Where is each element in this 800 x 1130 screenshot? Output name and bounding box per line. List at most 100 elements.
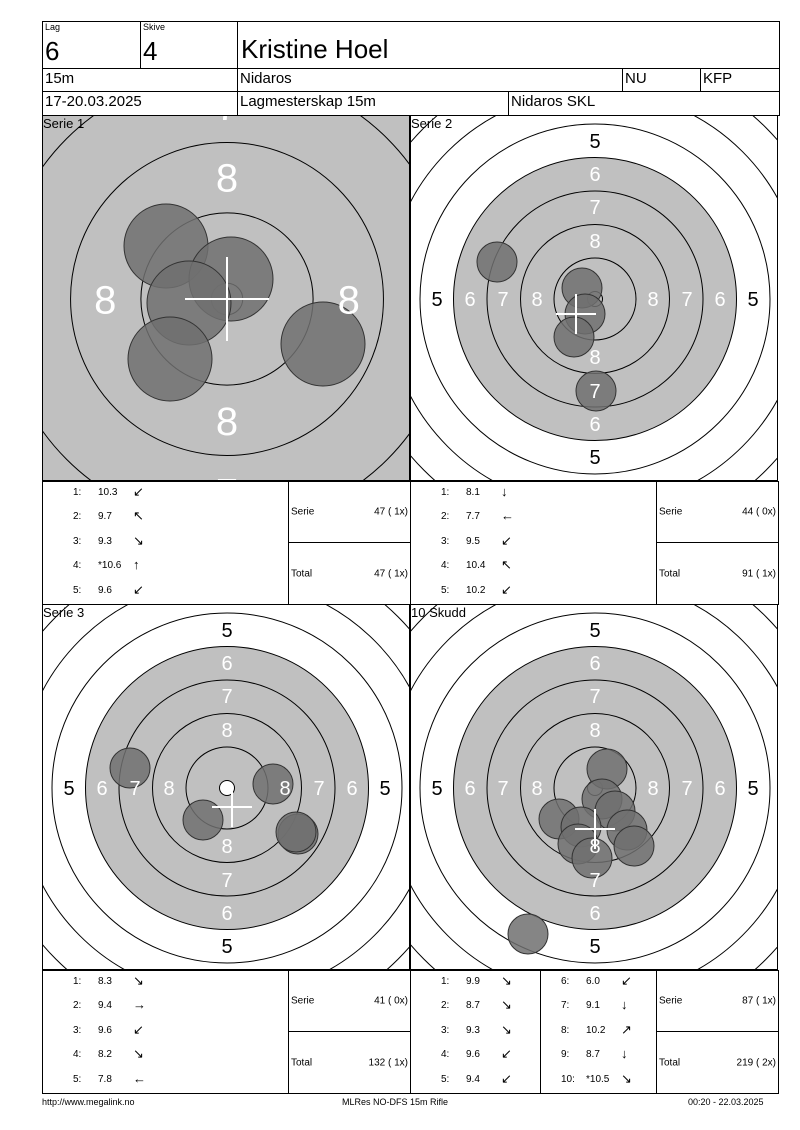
shot-number: 4: bbox=[441, 560, 450, 572]
shot-row: 4: *10.6 ↑ bbox=[43, 555, 288, 579]
shot-value: 8.3 bbox=[98, 976, 112, 987]
shot-number: 3: bbox=[441, 535, 450, 547]
ring-label-6: 6 bbox=[96, 778, 107, 800]
ring-label-5: 5 bbox=[221, 936, 232, 958]
serie-score: Serie 41 ( 0x) bbox=[289, 971, 410, 1032]
lag-label: Lag bbox=[45, 22, 61, 32]
shot-number: 3: bbox=[441, 1024, 450, 1036]
shot-number: 4: bbox=[441, 1049, 450, 1061]
direction-arrow-icon: ← bbox=[133, 1070, 146, 1086]
total-value: 132 ( 1x) bbox=[368, 1057, 408, 1068]
ring-9 bbox=[140, 212, 314, 386]
shot-value: 7.7 bbox=[466, 511, 480, 523]
shot-value: 10.2 bbox=[586, 1024, 606, 1036]
shot-value: 9.5 bbox=[466, 535, 480, 547]
direction-arrow-icon: ↘ bbox=[621, 1070, 632, 1086]
direction-arrow-icon: ↙ bbox=[501, 581, 512, 597]
ring-label-5: 5 bbox=[589, 936, 600, 958]
shot-value: 8.7 bbox=[466, 1000, 480, 1012]
ring-label-5: 5 bbox=[63, 778, 74, 800]
shot-value: 10.4 bbox=[466, 560, 486, 572]
shot-number: 1: bbox=[73, 487, 82, 498]
ring-label-8: 8 bbox=[216, 400, 238, 444]
direction-arrow-icon: ↑ bbox=[133, 557, 140, 573]
serie-value: 41 ( 0x) bbox=[374, 995, 408, 1007]
shot-list: 1:8.1↓2:7.7←3:9.5↙4:10.4↖5:10.2↙ bbox=[410, 481, 657, 605]
shot-row: 2:9.4→ bbox=[43, 995, 288, 1019]
ring-label-8: 8 bbox=[216, 157, 238, 201]
ring-label-7: 7 bbox=[497, 778, 508, 800]
shot-row: 4:8.2↘ bbox=[43, 1044, 288, 1068]
ring-label-5: 5 bbox=[589, 447, 600, 469]
class2: KFP bbox=[703, 70, 733, 87]
total-label: Total bbox=[291, 1057, 313, 1068]
shot-row: 1:8.1↓ bbox=[411, 482, 656, 506]
direction-arrow-icon: ↘ bbox=[133, 973, 144, 988]
footer-software: MLRes NO-DFS 15m Rifle bbox=[342, 1097, 449, 1107]
distance: 15m bbox=[45, 70, 75, 87]
shot-row: 1: 9.9 ↘ bbox=[411, 971, 540, 995]
skive-value: 4 bbox=[143, 36, 158, 66]
organizer-cell: Nidaros SKL bbox=[508, 91, 780, 116]
ring-9 bbox=[553, 257, 637, 341]
shot-number: 6: bbox=[561, 976, 570, 987]
shot-row: 3:9.6↙ bbox=[43, 1020, 288, 1044]
ring-label-7: 7 bbox=[681, 778, 692, 800]
serie-value: 87 ( 1x) bbox=[742, 995, 776, 1007]
shot-number: 2: bbox=[441, 511, 450, 523]
ring-label-8: 8 bbox=[589, 720, 600, 742]
shot-hole-1 bbox=[476, 241, 518, 283]
event: Lagmesterskap 15m bbox=[240, 93, 376, 110]
direction-arrow-icon: ← bbox=[501, 508, 514, 524]
ring-label-5: 5 bbox=[589, 131, 600, 153]
shot-number: 1: bbox=[441, 487, 450, 498]
shot-row: 2:9.7↖ bbox=[43, 506, 288, 530]
ring-label-7: 7 bbox=[589, 686, 600, 708]
shot-number: 2: bbox=[73, 1000, 82, 1012]
ring-label-6: 6 bbox=[221, 903, 232, 925]
ring-label-7: 7 bbox=[589, 381, 600, 403]
shot-row: 4:10.4↖ bbox=[411, 555, 656, 579]
footer-url[interactable]: http://www.megalink.no bbox=[42, 1097, 135, 1107]
shot-list: 1:8.3↘2:9.4→3:9.6↙4:8.2↘5:7.8← bbox=[42, 970, 289, 1094]
date: 17-20.03.2025 bbox=[45, 93, 142, 110]
shot-value: 9.9 bbox=[466, 976, 480, 987]
shot-number: 1: bbox=[73, 976, 82, 987]
shot-number: 1: bbox=[441, 976, 450, 987]
lag-cell: Lag 6 bbox=[42, 21, 141, 69]
direction-arrow-icon: → bbox=[133, 997, 146, 1013]
panel-title: Serie 2 bbox=[411, 116, 453, 131]
ring-7 bbox=[486, 679, 704, 897]
serie-label: Serie bbox=[291, 995, 315, 1007]
ring-8 bbox=[152, 713, 302, 863]
shot-hole-10 bbox=[507, 913, 549, 955]
shot-value: 9.7 bbox=[98, 511, 112, 523]
shot-hole-1 bbox=[109, 747, 151, 789]
shot-value: 8.2 bbox=[98, 1049, 112, 1061]
shot-value: 9.6 bbox=[466, 1049, 480, 1061]
shot-value: 6.0 bbox=[586, 976, 600, 987]
shot-value: *10.6 bbox=[98, 560, 122, 572]
direction-arrow-icon: ↘ bbox=[501, 973, 512, 988]
shot-row: 1:10.3↙ bbox=[43, 482, 288, 506]
total-value: 219 ( 2x) bbox=[736, 1057, 776, 1068]
total-label: Total bbox=[291, 568, 313, 579]
direction-arrow-icon: ↙ bbox=[621, 973, 632, 988]
ring-label-6: 6 bbox=[589, 414, 600, 436]
shot-number: 3: bbox=[73, 1024, 82, 1036]
ring-label-8: 8 bbox=[531, 778, 542, 800]
shot-number: 4: bbox=[73, 1049, 82, 1061]
shot-row: 2:8.7↘ bbox=[411, 995, 540, 1019]
direction-arrow-icon: ↙ bbox=[501, 1046, 512, 1062]
name-cell: Kristine Hoel bbox=[237, 21, 780, 69]
shot-row: 7:9.1↓ bbox=[541, 995, 656, 1019]
class1-cell: NU bbox=[622, 68, 701, 92]
shot-number: 4: bbox=[73, 560, 82, 572]
